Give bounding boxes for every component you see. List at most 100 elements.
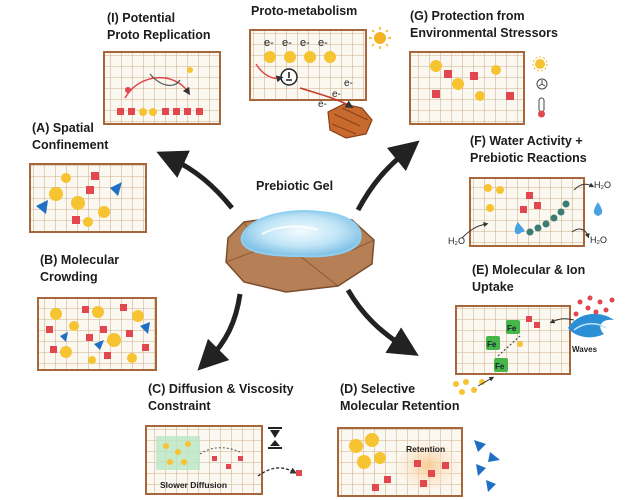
electron-label: e-	[300, 37, 310, 49]
radiation-icon	[536, 78, 548, 90]
electron-label: e-	[318, 99, 327, 110]
retention-label: Retention	[406, 444, 445, 454]
molecule-red	[226, 464, 231, 469]
waves-label: Waves	[572, 345, 598, 354]
uv-icon	[532, 56, 548, 72]
molecule-yellow	[132, 310, 144, 322]
center-title: Prebiotic Gel	[256, 179, 334, 193]
electron-flow-arrow	[255, 63, 284, 83]
panel-metabolism-box: e- e- e- e- e- e- e-	[249, 29, 367, 110]
monomer	[184, 108, 191, 115]
electron-label: e-	[344, 78, 353, 89]
molecule-red	[428, 470, 435, 477]
excluded-molecules	[474, 440, 500, 492]
iron-label: Fe	[487, 340, 497, 349]
retention-zone	[398, 442, 458, 490]
molecule-yellow	[163, 443, 169, 449]
panel-b-title-line2: Crowding	[40, 270, 98, 284]
electron-label: e-	[282, 37, 292, 49]
panel-f-box	[469, 177, 585, 247]
monomer	[117, 108, 124, 115]
molecule-yellow	[181, 459, 187, 465]
panel-d-title-line2: Molecular Retention	[340, 399, 460, 413]
molecule-yellow	[127, 353, 137, 363]
molecule-yellow	[107, 333, 121, 347]
molecule-red	[526, 192, 533, 199]
iron-label: Fe	[495, 362, 505, 371]
panel-f-title-line1: (F) Water Activity +	[470, 134, 583, 148]
template-strand	[149, 73, 181, 86]
iron-label: Fe	[507, 324, 517, 333]
molecule-red	[372, 484, 379, 491]
molecule-red	[212, 456, 217, 461]
molecule-yellow	[71, 196, 85, 210]
sun-icon	[369, 27, 391, 49]
water-label-out: H₂O	[590, 235, 607, 245]
catalyst-icon-glyph	[286, 72, 292, 81]
uptake-path	[497, 335, 521, 357]
molecule-red	[414, 460, 421, 467]
panel-g-title-line2: Environmental Stressors	[410, 26, 558, 40]
panel-a-title-line2: Confinement	[32, 138, 109, 152]
thermometer-icon	[538, 97, 545, 118]
panel-i-box	[103, 51, 221, 125]
panel-c-box	[145, 425, 263, 495]
molecule-yellow	[324, 51, 336, 63]
molecule-yellow	[175, 449, 181, 455]
arrow-to-retention	[345, 288, 419, 356]
hourglass-icon	[268, 427, 282, 449]
molecule-yellow	[357, 455, 371, 469]
molecule-red	[506, 92, 514, 100]
molecule-red	[142, 344, 149, 351]
prebiotic-gel-rock	[225, 210, 375, 293]
molecule-yellow	[185, 441, 191, 447]
molecule-yellow	[88, 356, 96, 364]
panel-c-title-line2: Constraint	[148, 399, 211, 413]
mineral-rock-icon	[299, 87, 373, 139]
panel-e-title: (E) Molecular & Ion Uptake	[472, 262, 585, 296]
electron-label: e-	[318, 37, 328, 49]
molecule-yellow	[365, 433, 379, 447]
panel-b-box	[37, 297, 157, 371]
molecule-yellow	[167, 459, 173, 465]
molecule-yellow	[60, 346, 72, 358]
iron-ion	[506, 320, 520, 334]
panel-metabolism-title: Proto-metabolism	[251, 4, 358, 18]
molecule-yellow	[452, 78, 464, 90]
molecule-yellow	[484, 184, 492, 192]
molecule-yellow	[284, 51, 296, 63]
molecule-red	[526, 316, 532, 322]
molecule-red	[86, 186, 94, 194]
molecule-yellow	[264, 51, 276, 63]
molecule-yellow	[50, 308, 62, 320]
panel-a-title: (A) Spatial Confinement	[32, 120, 108, 154]
molecule-red	[120, 304, 127, 311]
arrow-to-diffusion	[197, 293, 243, 371]
molecule-red	[534, 202, 541, 209]
molecule-red	[86, 334, 93, 341]
panel-f-title: (F) Water Activity + Prebiotic Reactions	[470, 133, 587, 167]
molecule-yellow	[496, 186, 504, 194]
panel-d-title-line1: (D) Selective	[340, 382, 416, 396]
molecule-red	[100, 326, 107, 333]
monomer	[196, 108, 203, 115]
molecule-yellow	[430, 60, 442, 72]
molecule-blue	[140, 322, 150, 334]
waves-icon	[568, 295, 615, 338]
molecule-red	[238, 456, 243, 461]
molecule-yellow	[98, 206, 110, 218]
water-entry-arrow	[461, 222, 489, 239]
panel-f-title-line2: Prebiotic Reactions	[470, 151, 587, 165]
panel-i-title-line1: (I) Potential	[107, 11, 176, 25]
molecule-red	[91, 172, 99, 180]
gel-blob	[240, 210, 362, 258]
electron-label: e-	[332, 89, 341, 100]
panel-c-title-line1: (C) Diffusion & Viscosity	[148, 382, 294, 396]
molecule-blue	[60, 332, 68, 342]
molecule-yellow	[349, 439, 363, 453]
arrow-to-spatial-confinement	[156, 150, 234, 210]
molecule-blue	[94, 340, 104, 350]
iron-ion	[486, 336, 500, 350]
panel-d-title: (D) Selective Molecular Retention	[340, 381, 459, 415]
